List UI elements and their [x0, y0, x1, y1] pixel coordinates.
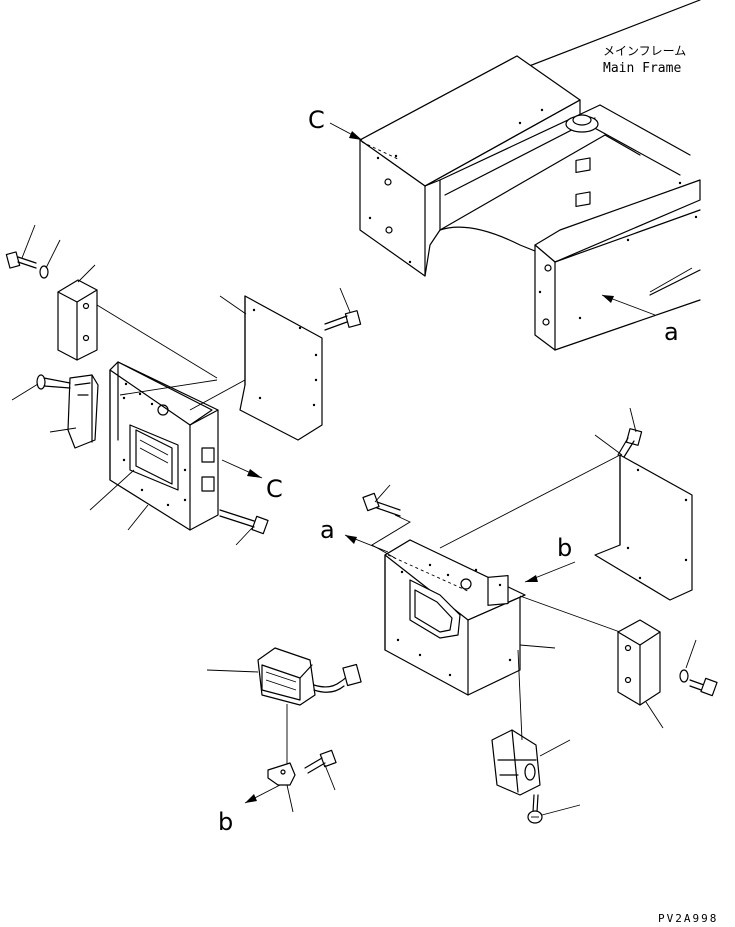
drawing-code: PV2A998	[658, 912, 718, 925]
lamp-bracket	[267, 762, 296, 786]
ref-label-a-right: a	[664, 318, 679, 346]
bolt-right-reflector	[689, 677, 718, 697]
lamp-case-right	[384, 539, 526, 696]
bolt-right-top	[617, 428, 643, 458]
main-frame-label-en: Main Frame	[603, 61, 681, 76]
cable-connector	[342, 663, 362, 687]
washer-left	[39, 265, 49, 279]
side-lamp-left	[67, 374, 99, 449]
reflector-block-left	[57, 279, 98, 361]
main-frame-assembly	[329, 0, 701, 351]
frame-right-face	[534, 244, 556, 351]
bolt-left-1	[5, 251, 37, 269]
ref-label-c-left: C	[266, 475, 283, 503]
reflector-block-right	[617, 619, 661, 706]
mounting-plate-right	[594, 454, 693, 601]
screw-left-lamp	[36, 374, 71, 390]
side-lamp-right	[491, 729, 541, 796]
work-lamp-assembly	[244, 647, 362, 804]
bolt-bracket	[304, 749, 337, 774]
mounting-plate-left	[239, 295, 323, 441]
main-frame-label-jp: メインフレーム	[603, 44, 686, 58]
work-lamp	[257, 647, 316, 706]
lamp-case-left	[109, 361, 219, 531]
ref-label-c-top: C	[308, 106, 325, 134]
bolt-left-plate	[324, 310, 362, 331]
washer-right	[679, 669, 689, 683]
ref-label-b-center: b	[557, 534, 572, 562]
lamp-cable	[313, 669, 349, 688]
leader-lines	[11, 224, 697, 816]
ref-label-a-center: a	[320, 516, 335, 544]
screw-right-lamp	[527, 794, 543, 824]
ref-label-b-bottom: b	[218, 808, 233, 836]
right-lamp-assembly	[344, 428, 718, 824]
left-lamp-assembly	[5, 251, 362, 535]
bolt-right-center	[362, 492, 401, 517]
bolt-left-box	[219, 509, 269, 535]
